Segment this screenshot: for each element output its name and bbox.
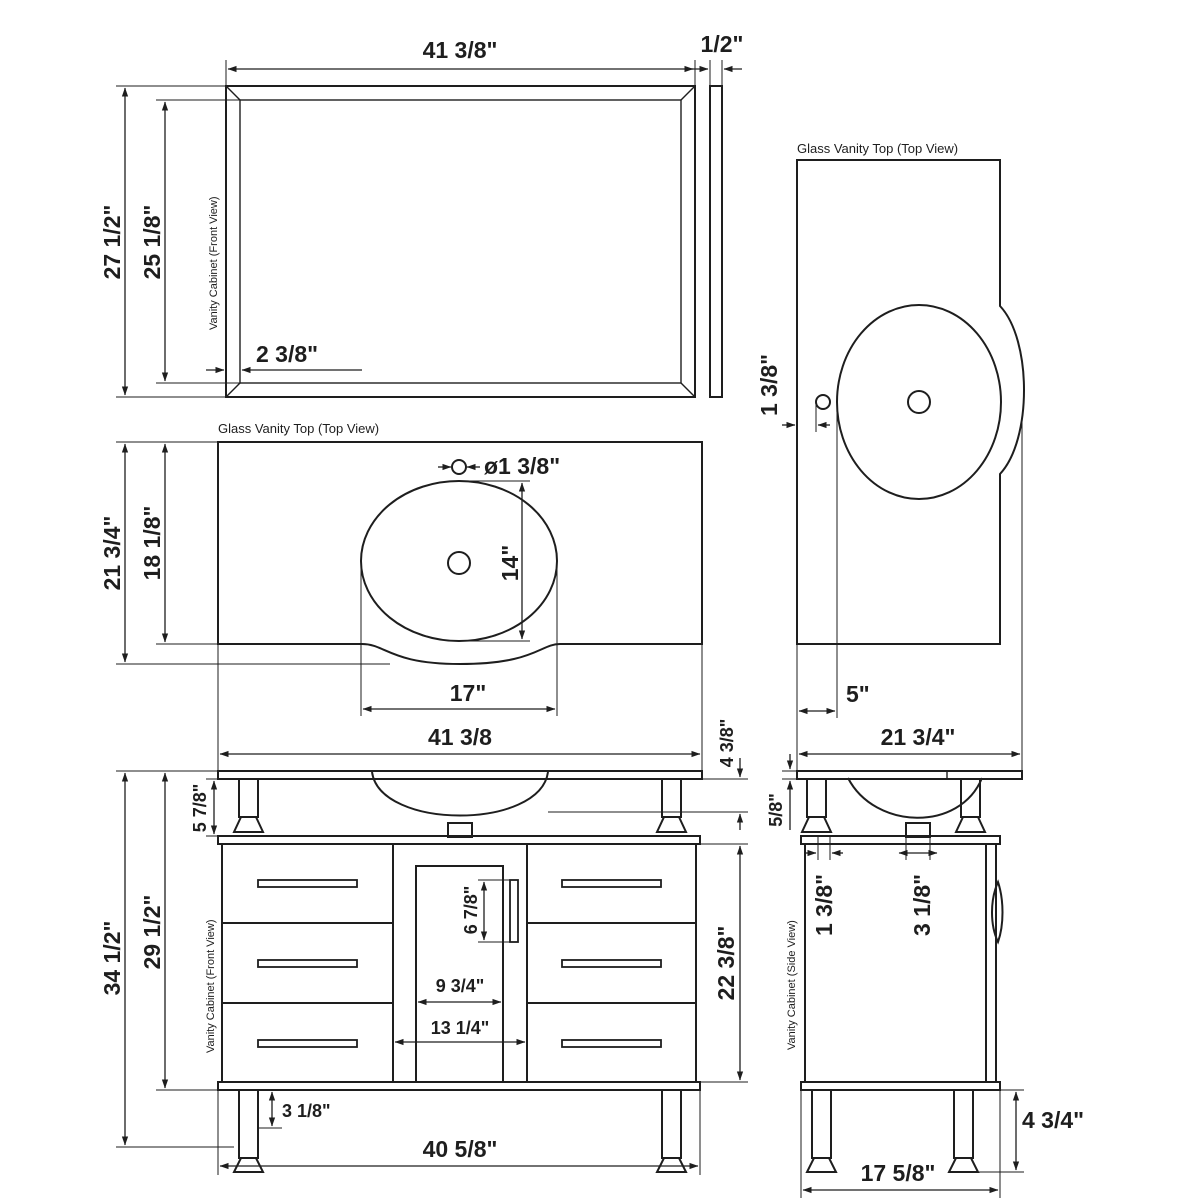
label-total-height: 34 1/2" bbox=[99, 921, 125, 996]
dim-mirror-depth: 1/2" bbox=[690, 31, 743, 86]
label-mirror-frame: 2 3/8" bbox=[256, 341, 318, 367]
label-bowl-depth: 14" bbox=[497, 545, 523, 582]
label-top-width: 41 3/8 bbox=[428, 724, 492, 750]
dim-mirror-width: 41 3/8" bbox=[225, 37, 696, 86]
cabinet-front-view bbox=[217, 770, 703, 1173]
label-cabinet-height: 29 1/2" bbox=[139, 895, 165, 970]
dim-side-drain: 3 1/8" bbox=[898, 837, 938, 936]
label-side-bowl-offset: 5" bbox=[846, 681, 870, 707]
label-mirror-height-inner: 25 1/8" bbox=[139, 205, 165, 280]
dim-door-outer: 13 1/4" bbox=[394, 1018, 526, 1046]
dim-mirror-height-inner: 25 1/8" bbox=[139, 99, 240, 384]
label-door-inner: 9 3/4" bbox=[436, 976, 485, 996]
label-mirror-height-outer: 27 1/2" bbox=[99, 205, 125, 280]
dim-bowl-height: 4 3/8" bbox=[548, 719, 748, 830]
dim-side-top-depth: 21 3/4" bbox=[796, 418, 1023, 770]
dim-cabinet-body: 22 3/8" bbox=[700, 843, 748, 1083]
label-cabinet-body: 22 3/8" bbox=[713, 926, 739, 1001]
dim-side-depth: 17 5/8" bbox=[800, 1090, 1001, 1198]
dim-side-leg: 4 3/4" bbox=[978, 1089, 1084, 1173]
label-side-depth: 17 5/8" bbox=[861, 1160, 936, 1186]
label-mirror-width: 41 3/8" bbox=[423, 37, 498, 63]
dim-cabinet-height: 29 1/2" bbox=[139, 770, 218, 1091]
dim-mirror-height-outer: 27 1/2" bbox=[99, 85, 226, 398]
label-side-top-depth: 21 3/4" bbox=[881, 724, 956, 750]
caption-cabinet-front: Vanity Cabinet (Front View) bbox=[205, 920, 217, 1053]
label-mirror-depth: 1/2" bbox=[701, 31, 744, 57]
dim-side-faucet-offset: 1 3/8" bbox=[756, 354, 830, 432]
dim-door-handle: 6 7/8" bbox=[461, 879, 510, 943]
glass-top-side-view bbox=[796, 159, 1025, 645]
cabinet-side-view bbox=[796, 770, 1023, 1173]
label-bowl-width: 17" bbox=[450, 680, 487, 706]
label-door-handle: 6 7/8" bbox=[461, 886, 481, 935]
dim-top-width: 41 3/8 bbox=[217, 644, 703, 770]
caption-top-view-right: Glass Vanity Top (Top View) bbox=[797, 141, 958, 156]
label-bottom-leg: 3 1/8" bbox=[282, 1101, 331, 1121]
label-top-depth-outer: 21 3/4" bbox=[99, 516, 125, 591]
label-door-outer: 13 1/4" bbox=[431, 1018, 490, 1038]
label-faucet-hole: ø1 3/8" bbox=[484, 453, 560, 479]
dim-bowl-width: 17" bbox=[360, 561, 558, 716]
label-bowl-height: 4 3/8" bbox=[717, 719, 737, 768]
label-top-thickness: 5/8" bbox=[766, 793, 786, 827]
dim-mirror-frame: 2 3/8" bbox=[206, 341, 362, 374]
label-top-depth-inner: 18 1/8" bbox=[139, 506, 165, 581]
dim-bowl-depth: 14" bbox=[459, 480, 530, 642]
label-side-left-gap: 1 3/8" bbox=[811, 874, 837, 936]
label-cabinet-width: 40 5/8" bbox=[423, 1136, 498, 1162]
mirror-front-view bbox=[225, 85, 696, 398]
glass-top-view bbox=[217, 441, 703, 666]
label-side-drain: 3 1/8" bbox=[909, 874, 935, 936]
label-top-leg-height: 5 7/8" bbox=[190, 784, 210, 833]
label-side-leg: 4 3/4" bbox=[1022, 1107, 1084, 1133]
caption-top-view-left: Glass Vanity Top (Top View) bbox=[218, 421, 379, 436]
dim-faucet-hole: ø1 3/8" bbox=[438, 453, 560, 479]
dim-door-inner: 9 3/4" bbox=[417, 976, 502, 1006]
dim-top-depth-inner: 18 1/8" bbox=[139, 441, 218, 645]
caption-cabinet-side: Vanity Cabinet (Side View) bbox=[786, 920, 798, 1050]
caption-mirror-front: Vanity Cabinet (Front View) bbox=[208, 197, 220, 330]
dim-side-left-gap: 1 3/8" bbox=[805, 836, 843, 936]
dim-side-bowl-offset: 5" bbox=[798, 402, 870, 718]
dim-total-height: 34 1/2" bbox=[99, 770, 234, 1148]
dim-top-thickness: 5/8" bbox=[766, 754, 797, 830]
dim-top-leg-height: 5 7/8" bbox=[190, 778, 239, 837]
dim-cabinet-width: 40 5/8" bbox=[217, 1090, 701, 1175]
dim-bottom-leg: 3 1/8" bbox=[258, 1089, 331, 1129]
mirror-side-profile bbox=[709, 85, 723, 398]
label-side-faucet-offset: 1 3/8" bbox=[756, 354, 782, 416]
